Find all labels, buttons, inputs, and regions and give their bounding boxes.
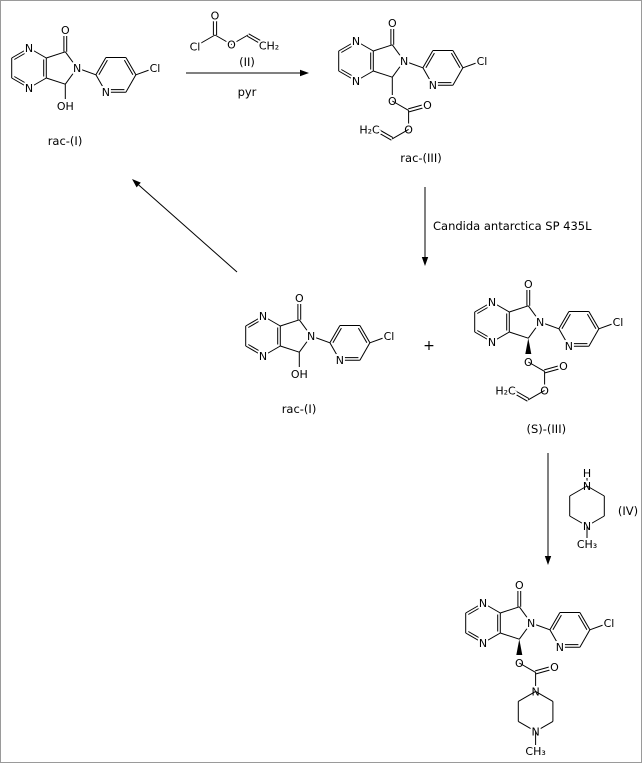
amine-coupling-step [544, 453, 552, 565]
atom-h: H [583, 467, 591, 480]
reagent-n-methylpiperazine: H N N CH₃ (IV) [569, 465, 640, 553]
reagent-iv-label: (IV) [618, 504, 638, 518]
structure-label: (S)-(III) [527, 422, 567, 436]
wedge-bond [525, 338, 532, 354]
arrowhead [300, 69, 309, 77]
atom-ch3: CH₃ [577, 538, 597, 551]
esterification-step: (II) pyr [186, 53, 309, 101]
atom-cl: Cl [190, 41, 201, 54]
atom-ch3: CH₃ [525, 745, 545, 758]
structure-rac-iii: rac-(III) [336, 15, 490, 167]
condition-pyr: pyr [238, 85, 257, 99]
wedge-bond [516, 639, 523, 655]
condition-enzyme: Candida antarctica SP 435L [433, 219, 592, 233]
reagent-vinyl-chloroformate: Cl O O CH₂ [188, 8, 282, 56]
structure-label: rac-(III) [400, 151, 441, 165]
recycle-arrow [132, 179, 238, 273]
piperazine-ring [517, 690, 554, 732]
atom-o: O [550, 661, 559, 674]
arrowhead [132, 179, 141, 188]
atom-o: O [227, 39, 236, 52]
plus-sign: + [423, 338, 435, 354]
reagent-ii-label: (II) [239, 55, 255, 69]
atom-ch2: CH₂ [259, 40, 279, 53]
structure-rac-i-start [12, 24, 161, 148]
enzymatic-resolution-step: Candida antarctica SP 435L [421, 187, 594, 266]
structure-rac-i-recovered [246, 292, 395, 416]
structure-s-iii: (S)-(III) [472, 276, 626, 438]
structure-product: O O N N CH₃ [463, 577, 617, 760]
arrowhead [421, 257, 429, 266]
arrowhead [544, 556, 552, 565]
atom-o: O [211, 10, 220, 23]
